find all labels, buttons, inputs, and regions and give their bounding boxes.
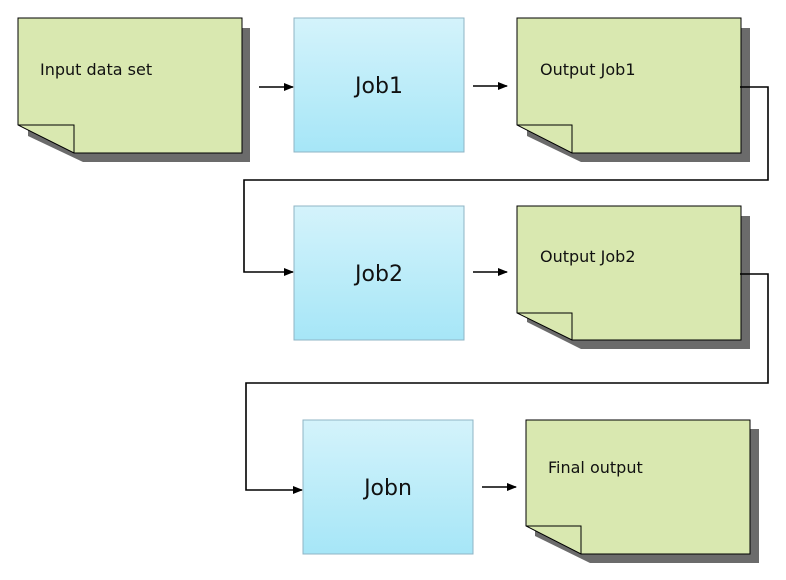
job2-box: Job2 xyxy=(293,205,465,341)
output-job1-shape xyxy=(516,17,742,154)
final-output-shape xyxy=(525,419,751,555)
job1-box-shape xyxy=(293,17,465,153)
input-document-fold xyxy=(18,124,75,153)
connector-output2-to-jobn xyxy=(245,273,769,494)
output-job2-label: Output Job2 xyxy=(540,247,636,266)
input-document-shape xyxy=(17,17,243,154)
job2-label: Job2 xyxy=(353,262,403,287)
input-document-label: Input data set xyxy=(40,60,152,79)
output-job2-shape xyxy=(516,205,742,341)
job1-box: Job1 xyxy=(293,17,465,153)
job1-label: Job1 xyxy=(353,74,403,99)
jobn-label: Jobn xyxy=(362,476,412,501)
output-job2-fold xyxy=(517,312,573,340)
output-job1-document: Output Job1 xyxy=(516,17,750,162)
jobn-box-shape xyxy=(302,419,474,555)
output-job1-fold xyxy=(517,124,573,153)
input-document: Input data set xyxy=(17,17,250,162)
final-output-document: Final output xyxy=(525,419,759,563)
job2-box-shape xyxy=(293,205,465,341)
jobn-box: Jobn xyxy=(302,419,474,555)
output-job2-document: Output Job2 xyxy=(516,205,750,349)
output-job1-label: Output Job1 xyxy=(540,60,636,79)
connector-output1-to-job2 xyxy=(243,86,769,276)
final-output-label: Final output xyxy=(548,458,643,477)
final-output-fold xyxy=(526,525,582,554)
